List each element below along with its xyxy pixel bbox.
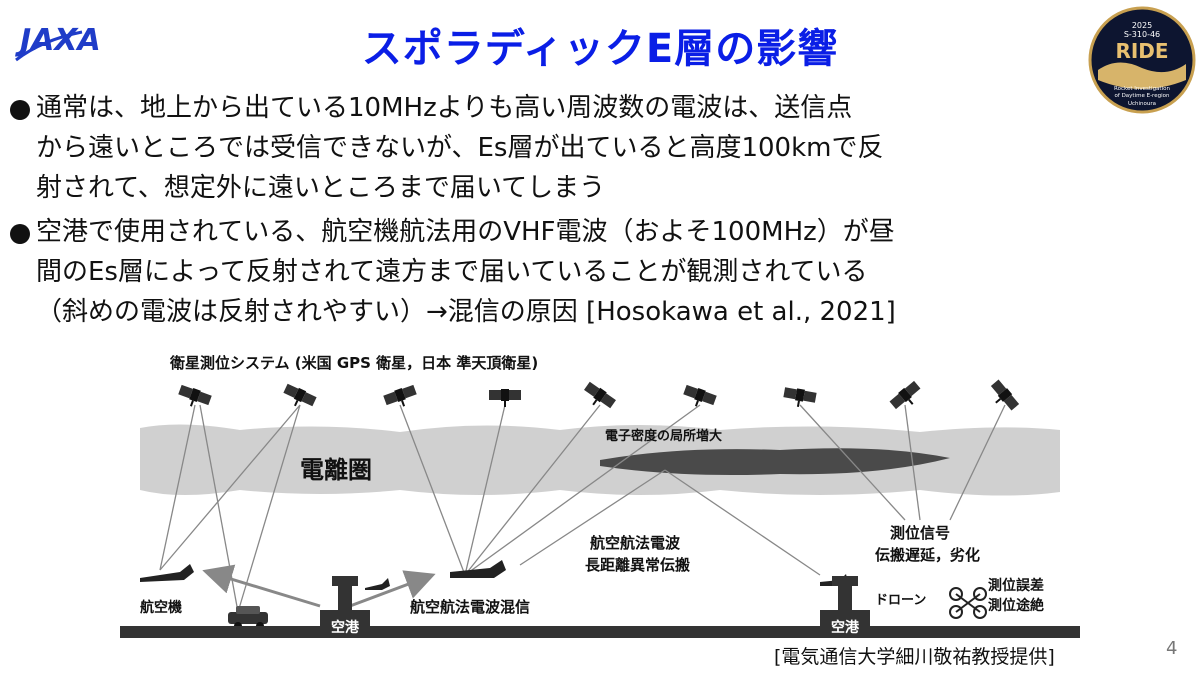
- jaxa-logo-text: JAXA: [15, 23, 101, 58]
- bullet-list: 通常は、地上から出ている10MHzよりも高い周波数の電波は、送信点 から遠いとこ…: [10, 88, 1090, 336]
- ground: [120, 626, 1080, 638]
- svg-text:Rocket Investigation: Rocket Investigation: [1114, 86, 1170, 92]
- aircraft-icon: [450, 560, 506, 578]
- bullet-dot-icon: [10, 100, 30, 120]
- slide-title: スポラディックE層の影響: [361, 26, 839, 72]
- satellite-icon: [579, 379, 618, 416]
- airport-right: 空港: [820, 576, 870, 636]
- bullet-line: 通常は、地上から出ている10MHzよりも高い周波数の電波は、送信点: [36, 93, 853, 123]
- satellite-icon: [887, 379, 926, 416]
- bullet-line: 間のEs層によって反射されて遠方まで届いていることが観測されている: [36, 257, 868, 287]
- positioning-signal-label-2: 伝搬遅延，劣化: [875, 546, 980, 564]
- svg-text:of Daytime E-region: of Daytime E-region: [1115, 93, 1170, 99]
- interference-arrow: [349, 570, 436, 608]
- jaxa-logo: JAXA: [15, 23, 101, 62]
- positioning-signal-label-1: 測位信号: [890, 524, 950, 542]
- bullet-line: 射されて、想定外に遠いところまで届いてしまう: [36, 173, 606, 203]
- svg-text:Uchinoura: Uchinoura: [1128, 101, 1156, 107]
- satellite-system-label: 衛星測位システム (米国 GPS 衛星，日本 準天頂衛星): [169, 354, 538, 372]
- bullet-dot-icon: [10, 224, 30, 244]
- sporadic-e-diagram: 衛星測位システム (米国 GPS 衛星，日本 準天頂衛星) 電離圏 電子密度の局…: [120, 354, 1080, 638]
- svg-text:RIDE: RIDE: [1115, 39, 1168, 63]
- satellite-signal-lines: [159, 404, 1006, 613]
- drone-label: ドローン: [875, 593, 926, 608]
- satellite-icon: [488, 388, 522, 408]
- aircraft-icon: [365, 578, 390, 590]
- aircraft-label: 航空機: [140, 599, 182, 616]
- svg-text:空港: 空港: [831, 619, 860, 636]
- interference-arrow: [202, 564, 321, 608]
- drone-effect-2: 測位途絶: [988, 597, 1044, 614]
- nav-wave-label-1: 航空航法電波: [590, 534, 681, 552]
- svg-text:空港: 空港: [331, 619, 360, 636]
- electron-density-label: 電子密度の局所増大: [605, 428, 722, 444]
- bullet-line: から遠いところでは受信できないが、Es層が出ていると高度100kmで反: [36, 133, 884, 163]
- airport-left: 空港: [320, 576, 370, 636]
- page-number: 4: [1166, 638, 1178, 659]
- drone-effect-1: 測位誤差: [988, 577, 1044, 594]
- svg-text:S-310-46: S-310-46: [1124, 30, 1160, 39]
- interference-label: 航空航法電波混信: [410, 598, 530, 616]
- ionosphere-label: 電離圏: [300, 456, 372, 484]
- bullet-line: 空港で使用されている、航空機航法用のVHF電波（およそ100MHz）が昼: [36, 217, 895, 247]
- bullet-item-1: 通常は、地上から出ている10MHzよりも高い周波数の電波は、送信点 から遠いとこ…: [10, 88, 1090, 208]
- es-layer-enhancement: [600, 448, 950, 475]
- nav-wave-label-2: 長距離異常伝搬: [585, 556, 690, 574]
- satellite-icon: [781, 385, 818, 411]
- satellite-icon: [679, 382, 719, 413]
- ride-mission-patch: 2025 S-310-46 RIDE Rocket Investigation …: [1088, 6, 1196, 114]
- bullet-line: （斜めの電波は反射されやすい）→混信の原因 [Hosokawa et al., …: [36, 297, 896, 327]
- bullet-item-2: 空港で使用されている、航空機航法用のVHF電波（およそ100MHz）が昼 間のE…: [10, 212, 1090, 332]
- aircraft-icon: [140, 564, 194, 582]
- drone-icon: [949, 587, 987, 619]
- image-credit: [電気通信大学細川敬祐教授提供]: [774, 646, 1055, 668]
- svg-text:2025: 2025: [1132, 21, 1152, 30]
